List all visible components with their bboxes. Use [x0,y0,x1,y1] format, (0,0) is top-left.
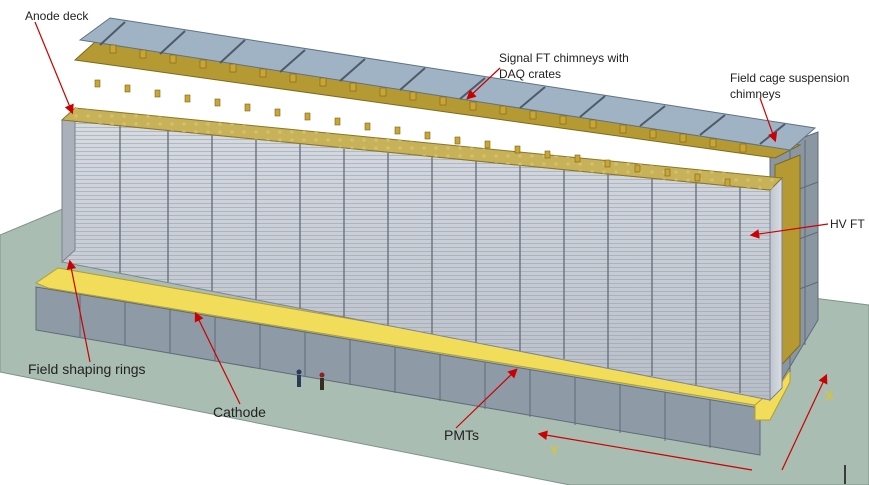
people-figures [296,369,325,390]
field-cage-right-face [769,176,783,402]
label-field-shaping: Field shaping rings [28,361,146,377]
signal-ft-chimneys [94,44,747,187]
field-shaping-rings [62,120,770,400]
label-suspension-line1: Field cage suspension [730,71,849,85]
arrow-field-shaping [66,259,91,363]
label-cathode: Cathode [213,404,266,420]
label-pmts: PMTs [444,427,479,443]
axis-label-x: X [825,388,834,403]
roof-beams [99,21,786,145]
arrow-suspension [759,97,778,143]
label-signal-ft-line2: DAQ crates [499,67,561,81]
cryostat-front-ribs [79,295,711,448]
arrow-cathode [194,311,241,405]
axis-arrow-x [781,373,828,471]
label-hv-ft: HV FT [830,217,865,231]
field-cage-posts [119,126,741,393]
cryostat-front-wall [35,286,761,456]
field-cage-left-face [61,106,76,264]
gold-frame-top [73,41,802,159]
arrow-signal-ft [466,67,501,100]
label-signal-ft-line1: Signal FT chimneys with [499,51,629,65]
cryostat-roof [78,17,817,151]
axis-arrow-y [537,430,753,471]
arrow-hv-ft [749,223,829,239]
anode-deck-dots [62,108,782,190]
arrow-anode-deck [34,21,74,115]
label-anode-deck: Anode deck [25,9,89,23]
annotation-arrows [34,21,829,471]
arrow-pmts [455,368,518,429]
label-suspension-line2: chimneys [730,87,781,101]
axis-label-y: Y [550,443,559,458]
